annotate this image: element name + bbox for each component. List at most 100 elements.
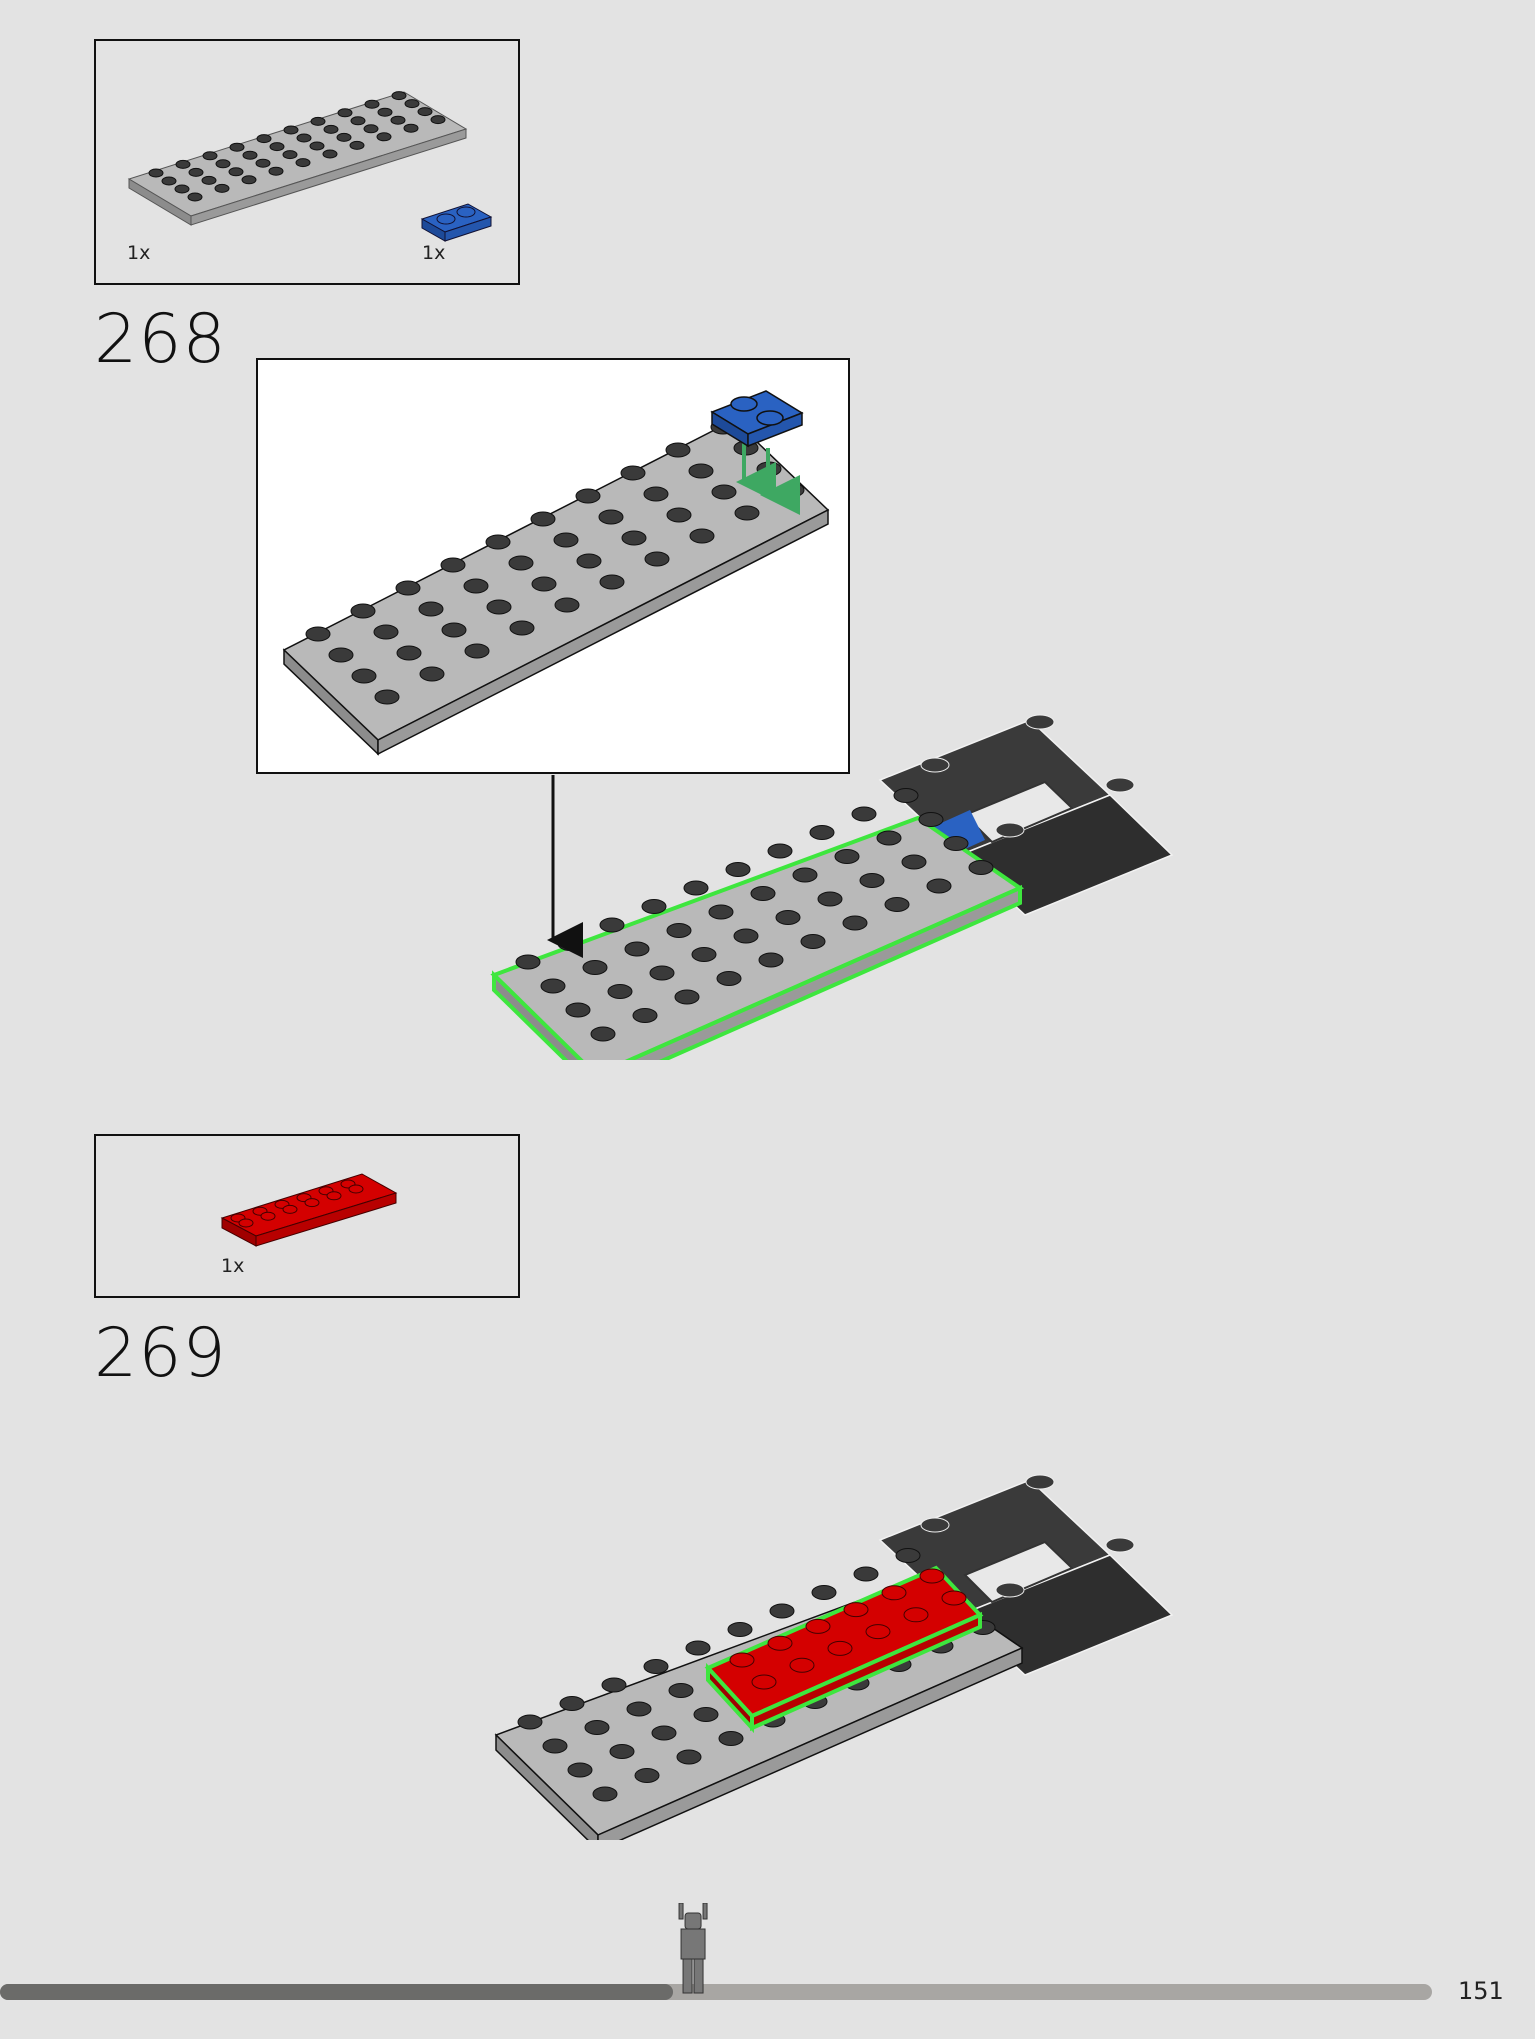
stud <box>809 825 835 840</box>
stud <box>769 1603 795 1619</box>
stud <box>758 952 784 968</box>
stud <box>834 849 860 864</box>
stud <box>187 192 203 202</box>
stud <box>391 91 407 101</box>
stud <box>350 116 366 126</box>
stud <box>260 1211 276 1221</box>
stud <box>310 116 326 126</box>
stud <box>620 465 646 481</box>
stud <box>651 1725 677 1741</box>
stud <box>576 553 602 569</box>
stud <box>725 862 751 877</box>
stud <box>767 1635 793 1651</box>
stud <box>326 1191 342 1201</box>
red-plate-2x6-icon <box>220 1173 398 1247</box>
stud <box>351 668 377 684</box>
stud <box>968 860 994 875</box>
stud <box>626 1701 652 1717</box>
stud <box>903 1607 929 1623</box>
step-269-model <box>494 1474 1174 1840</box>
stud <box>691 947 717 962</box>
stud <box>666 923 692 938</box>
stud <box>374 689 400 705</box>
stud <box>685 1640 711 1656</box>
stud <box>644 551 670 567</box>
stud <box>323 124 339 134</box>
stud <box>296 133 312 143</box>
stud <box>531 576 557 592</box>
stud <box>557 936 583 951</box>
stud <box>590 1026 616 1042</box>
stud <box>811 1585 837 1600</box>
stud <box>373 624 399 640</box>
stud <box>282 1204 298 1214</box>
stud <box>584 1720 610 1735</box>
stud <box>729 1652 755 1668</box>
minifigure-icon <box>678 1903 708 1994</box>
progress-fill <box>0 1984 674 2000</box>
stud <box>901 854 927 870</box>
stud <box>364 99 380 109</box>
blue-plate-1x2-icon <box>420 203 493 242</box>
stud <box>598 509 624 525</box>
part-quantity: 1x <box>422 242 446 264</box>
stud <box>941 1590 967 1606</box>
stud <box>283 125 299 135</box>
stud <box>805 1618 831 1634</box>
stud <box>599 917 625 933</box>
stud <box>485 534 511 550</box>
callout-illustration <box>282 390 830 756</box>
stud <box>337 108 353 118</box>
stud <box>282 150 298 160</box>
stud <box>377 107 393 117</box>
stud <box>708 904 734 920</box>
stud <box>188 167 204 177</box>
stud <box>632 1008 658 1023</box>
stud <box>621 530 647 546</box>
stud <box>214 183 230 193</box>
stud <box>508 555 534 571</box>
stud <box>767 843 793 859</box>
parts-illustration-269 <box>220 1173 398 1247</box>
stud <box>242 150 258 160</box>
stud <box>404 99 420 109</box>
stud <box>430 115 446 125</box>
stud <box>817 891 843 907</box>
stud <box>609 1744 635 1759</box>
stud <box>554 597 580 613</box>
stud <box>464 643 490 659</box>
stud <box>517 1714 543 1730</box>
stud <box>779 482 805 498</box>
stud <box>634 1768 660 1783</box>
stud <box>789 1657 815 1673</box>
parts-illustration-268 <box>127 91 493 242</box>
step-number-268: 268 <box>94 300 227 379</box>
stud <box>693 1707 719 1722</box>
stud <box>876 830 902 846</box>
stud <box>601 1677 627 1693</box>
stud <box>322 149 338 159</box>
stud <box>827 1640 853 1656</box>
stud <box>607 984 633 999</box>
parts-list-269: 1x <box>94 1134 520 1298</box>
stud <box>256 134 272 144</box>
stud <box>665 442 691 458</box>
page-number: 151 <box>1458 1977 1504 2005</box>
stud <box>943 836 969 851</box>
stud <box>718 1731 744 1746</box>
stud <box>509 620 535 636</box>
stud <box>463 578 489 594</box>
stud <box>174 184 190 194</box>
stud <box>674 989 700 1005</box>
stud <box>641 899 667 914</box>
step-268-model <box>490 714 1174 1060</box>
stud <box>668 1683 694 1698</box>
stud <box>649 965 675 981</box>
stud <box>349 140 365 150</box>
stud <box>895 1548 921 1563</box>
stud <box>865 1624 891 1640</box>
stud <box>348 1184 364 1194</box>
stud <box>148 168 164 178</box>
part-quantity: 1x <box>221 1255 245 1277</box>
stud <box>884 897 910 912</box>
